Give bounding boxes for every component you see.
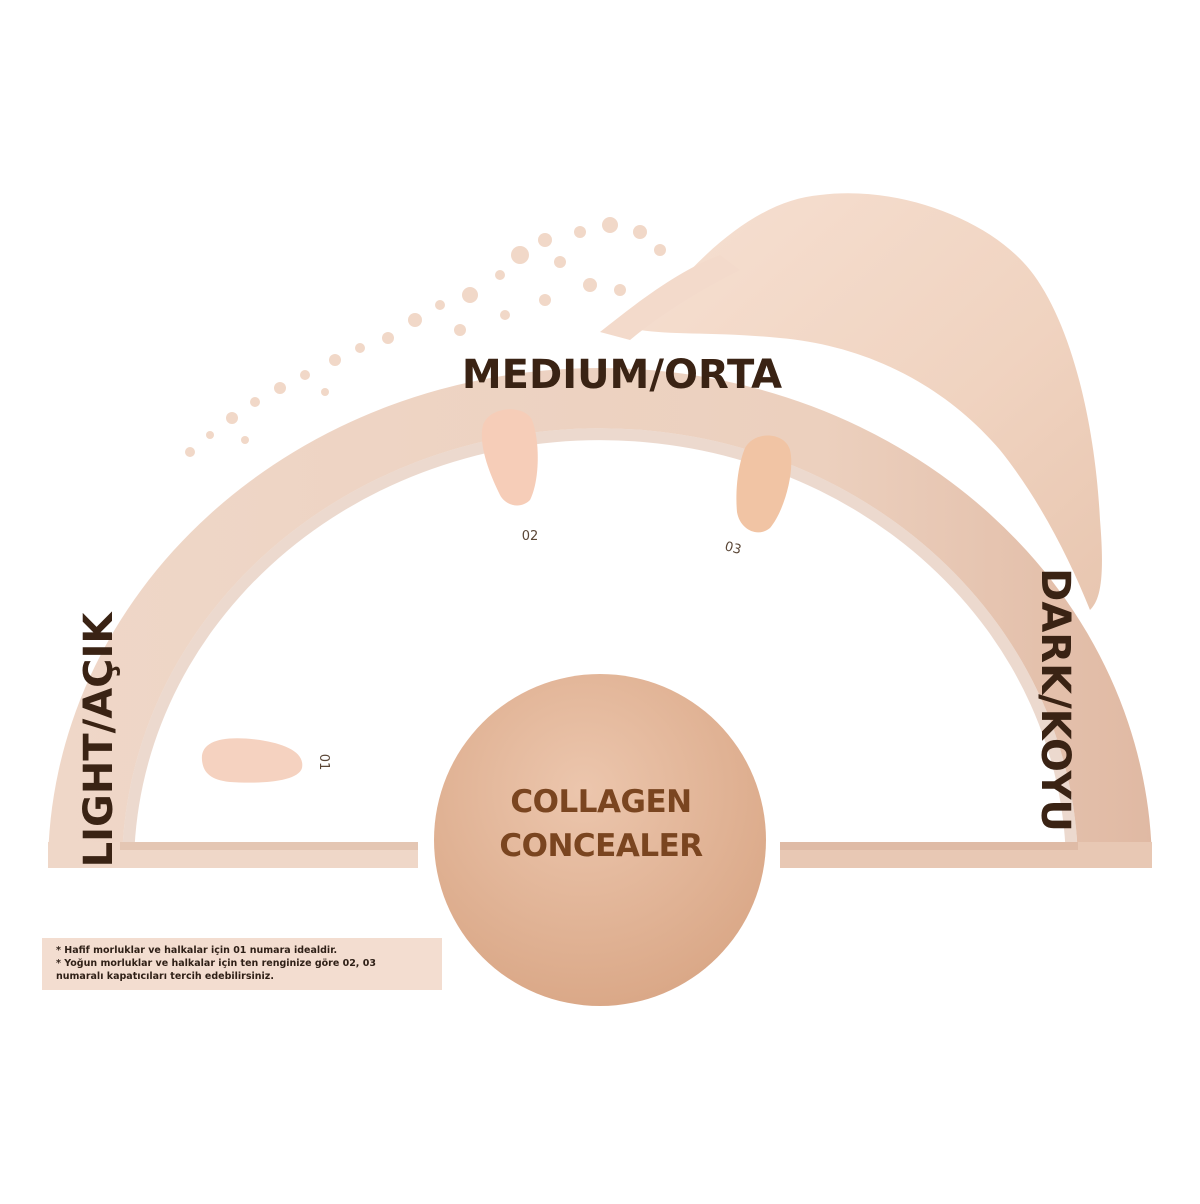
dark-label: DARK/KOYU [1032,568,1078,832]
product-title-line2: CONCEALER [499,828,703,864]
product-smear [185,193,1102,610]
usage-note: * Hafif morluklar ve halkalar için 01 nu… [42,938,442,990]
swatch-01-label: 01 [316,754,331,771]
swatch-01-smear [201,738,303,783]
shade-arc [48,368,1152,868]
usage-note-line2: * Yoğun morluklar ve halkalar için ten r… [56,958,376,969]
swatch-03: 03 [723,435,792,558]
swatch-02: 02 [481,409,539,544]
usage-note-line1: * Hafif morluklar ve halkalar için 01 nu… [56,945,338,956]
light-label: LIGHT/AÇIK [76,611,122,868]
swatch-02-label: 02 [522,529,539,544]
product-title-line1: COLLAGEN [510,784,692,820]
swatch-01: 01 [201,738,331,783]
swatch-03-label: 03 [723,539,743,558]
product-title: COLLAGEN CONCEALER [426,780,776,868]
swatch-02-smear [481,409,538,506]
product-circle [434,674,766,1006]
usage-note-line3: numaralı kapatıcıları tercih edebilirsin… [56,971,274,982]
medium-label: MEDIUM/ORTA [462,352,782,398]
swatch-03-smear [736,435,792,533]
